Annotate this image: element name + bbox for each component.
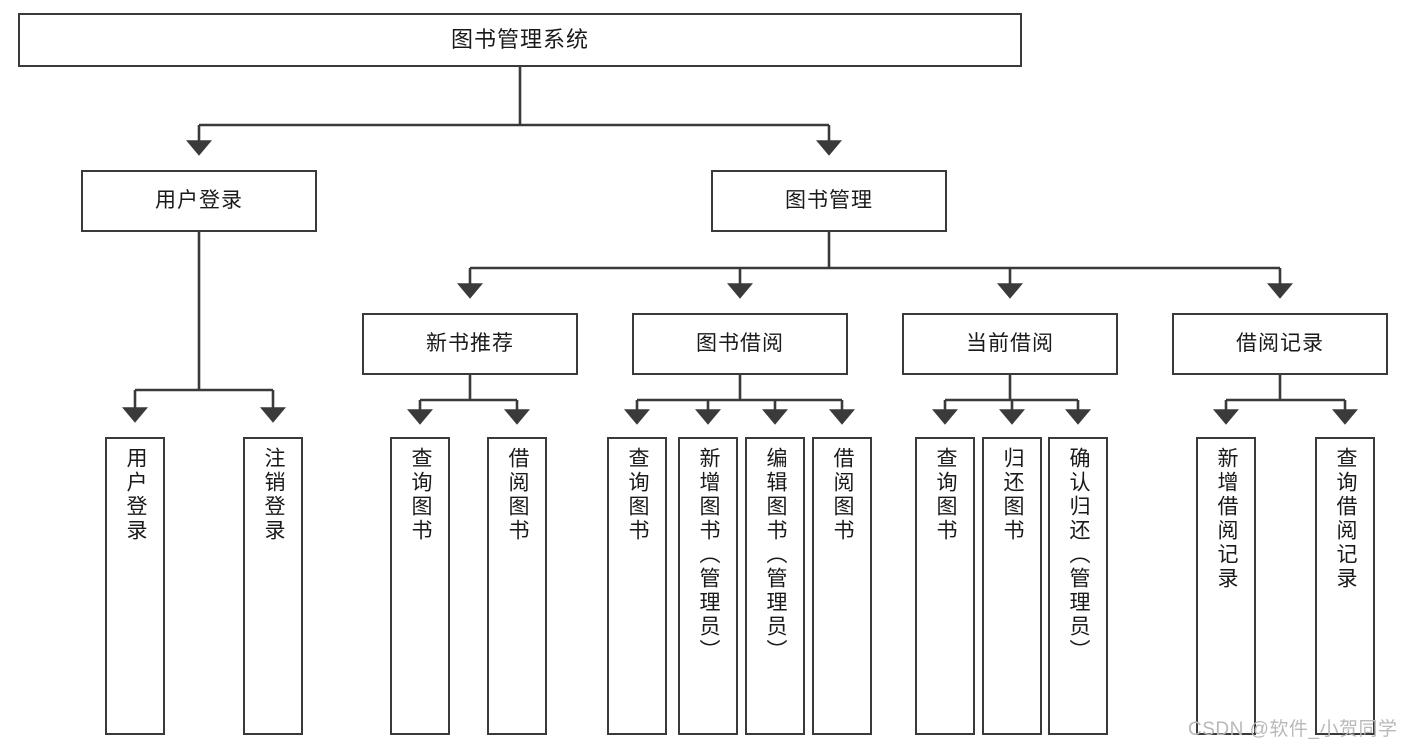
leaf-query-book-rec-label: 查询图书 <box>409 447 433 543</box>
node-book-borrow-label: 图书借阅 <box>696 332 784 356</box>
node-new-book-recommend-label: 新书推荐 <box>426 332 514 356</box>
leaf-edit-book-admin-label: 编辑图书（管理员） <box>764 447 788 663</box>
leaf-add-book-admin[interactable]: 新增图书（管理员） <box>678 437 738 735</box>
node-book-borrow[interactable]: 图书借阅 <box>632 313 848 375</box>
leaf-edit-book-admin[interactable]: 编辑图书（管理员） <box>745 437 805 735</box>
node-root[interactable]: 图书管理系统 <box>18 13 1022 67</box>
watermark: CSDN @软件_小贺同学 <box>1188 719 1398 740</box>
leaf-query-borrow-record[interactable]: 查询借阅记录 <box>1315 437 1375 735</box>
node-current-borrow-label: 当前借阅 <box>966 332 1054 356</box>
leaf-return-book-label: 归还图书 <box>1001 447 1025 543</box>
leaf-borrow-book[interactable]: 借阅图书 <box>812 437 872 735</box>
node-book-manage[interactable]: 图书管理 <box>711 170 947 232</box>
leaf-query-borrow-record-label: 查询借阅记录 <box>1334 447 1358 591</box>
node-new-book-recommend[interactable]: 新书推荐 <box>362 313 578 375</box>
leaf-query-book-rec[interactable]: 查询图书 <box>390 437 450 735</box>
leaf-query-book-current[interactable]: 查询图书 <box>915 437 975 735</box>
leaf-user-login[interactable]: 用户登录 <box>105 437 165 735</box>
node-borrow-record-label: 借阅记录 <box>1236 332 1324 356</box>
leaf-return-book[interactable]: 归还图书 <box>982 437 1042 735</box>
leaf-add-book-admin-label: 新增图书（管理员） <box>697 447 721 663</box>
leaf-borrow-book-rec-label: 借阅图书 <box>506 447 530 543</box>
leaf-add-borrow-record[interactable]: 新增借阅记录 <box>1196 437 1256 735</box>
leaf-confirm-return-admin-label: 确认归还（管理员） <box>1067 447 1091 663</box>
node-root-label: 图书管理系统 <box>450 26 589 52</box>
node-borrow-record[interactable]: 借阅记录 <box>1172 313 1388 375</box>
node-user-login[interactable]: 用户登录 <box>81 170 317 232</box>
leaf-query-book-borrow-label: 查询图书 <box>626 447 650 543</box>
leaf-confirm-return-admin[interactable]: 确认归还（管理员） <box>1048 437 1108 735</box>
leaf-borrow-book-label: 借阅图书 <box>831 447 855 543</box>
node-current-borrow[interactable]: 当前借阅 <box>902 313 1118 375</box>
leaf-query-book-borrow[interactable]: 查询图书 <box>607 437 667 735</box>
leaf-add-borrow-record-label: 新增借阅记录 <box>1215 447 1239 591</box>
leaf-borrow-book-rec[interactable]: 借阅图书 <box>487 437 547 735</box>
leaf-logout-label: 注销登录 <box>262 447 286 543</box>
leaf-logout[interactable]: 注销登录 <box>243 437 303 735</box>
node-user-login-label: 用户登录 <box>155 189 243 213</box>
leaf-user-login-label: 用户登录 <box>124 447 148 543</box>
leaf-query-book-current-label: 查询图书 <box>934 447 958 543</box>
node-book-manage-label: 图书管理 <box>785 189 873 213</box>
